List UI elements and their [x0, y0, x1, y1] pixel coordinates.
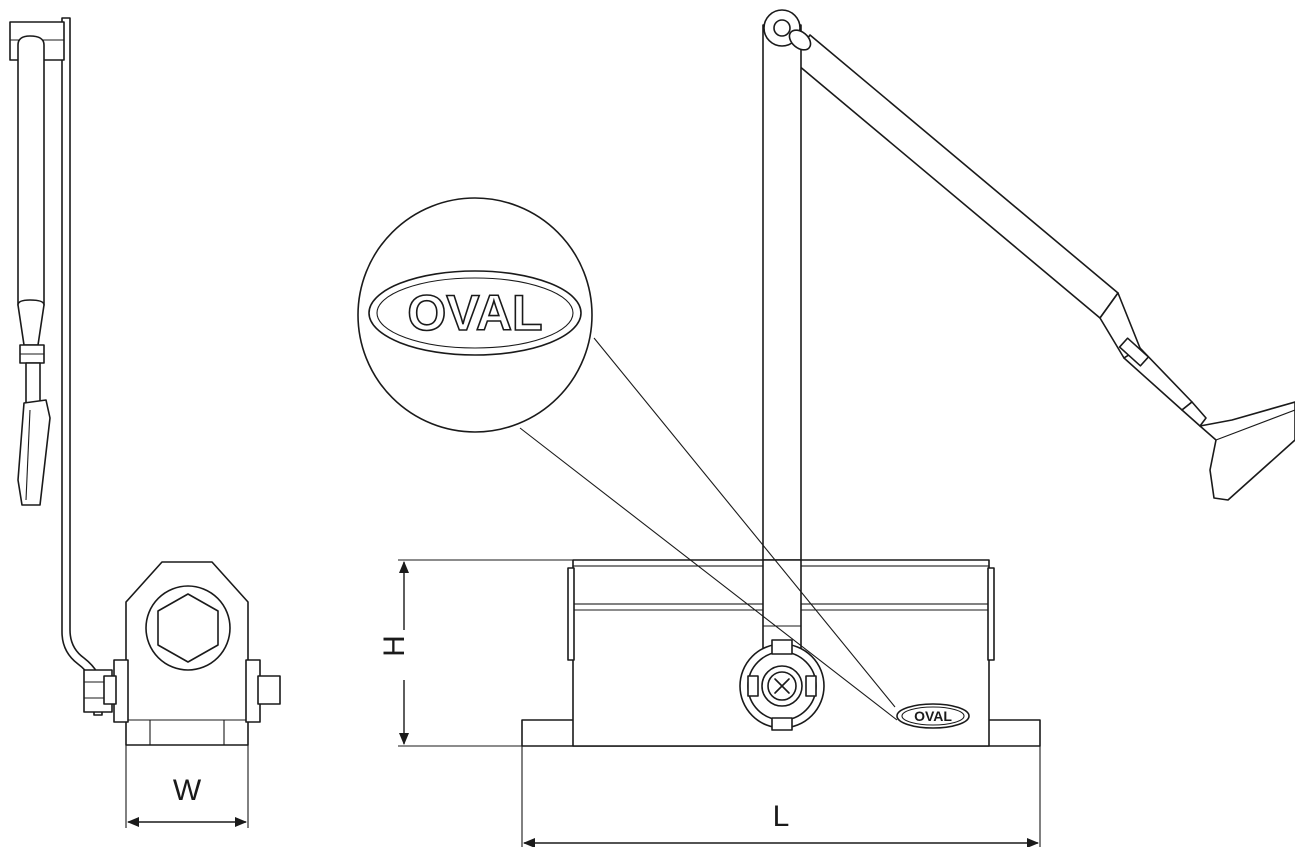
side-mount-plate [61, 17, 103, 716]
side-arm-foot [17, 399, 51, 506]
side-view: W [9, 17, 281, 828]
length-label: L [773, 800, 790, 833]
body-logo: OVAL [896, 703, 970, 729]
front-diagonal-arm [791, 34, 1295, 501]
side-arm-rod [25, 362, 41, 404]
screw-cross-icon [774, 678, 790, 694]
hex-socket-icon [157, 593, 219, 663]
width-label: W [173, 774, 202, 807]
side-arm-taper [17, 299, 45, 346]
side-arm-tube [17, 35, 45, 306]
spindle-assembly [739, 639, 825, 731]
logo-detail-magnifier: OVAL [357, 197, 593, 433]
body-logo-text: OVAL [914, 708, 952, 724]
front-arm-foot-pad [1199, 401, 1295, 501]
detail-leader-lower [519, 427, 898, 721]
front-view: OVAL OVAL H L [357, 9, 1295, 847]
detail-leader-upper [593, 337, 896, 708]
height-label: H [378, 635, 411, 657]
detail-logo-text: OVAL [407, 285, 542, 341]
